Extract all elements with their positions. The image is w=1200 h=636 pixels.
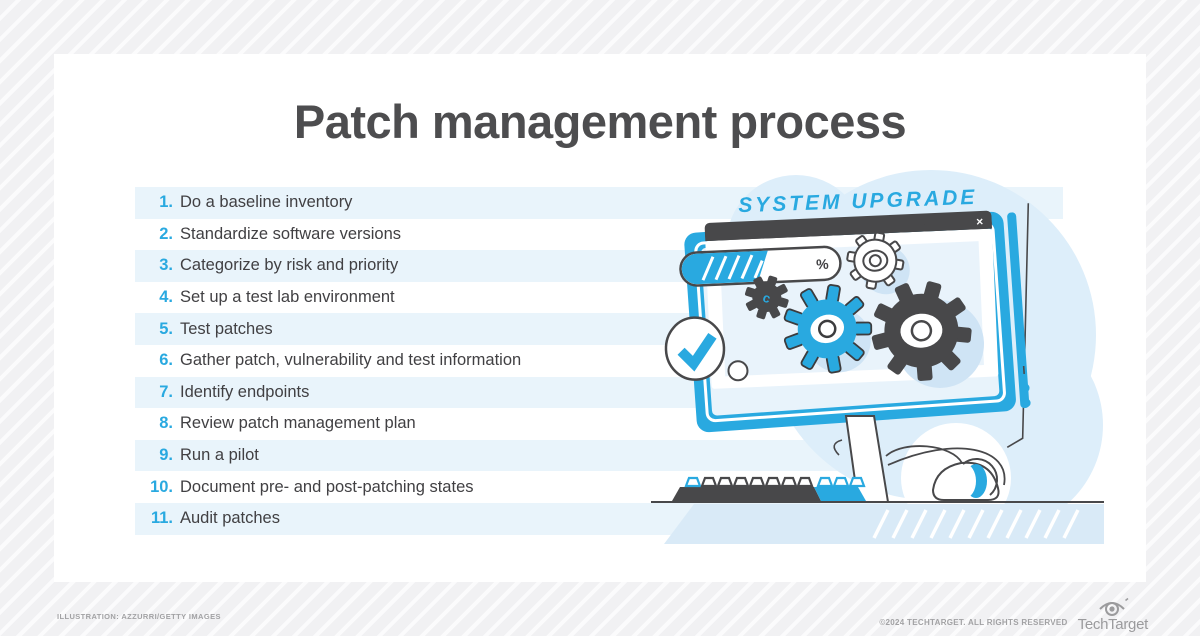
step-number: 9.: [159, 446, 173, 465]
step-label: Do a baseline inventory: [180, 193, 353, 212]
step-label: Gather patch, vulnerability and test inf…: [180, 351, 522, 370]
blue-gear-icon: [783, 284, 873, 374]
gear-letter: c: [761, 290, 772, 306]
checkmark-icon: [664, 316, 726, 381]
keyboard: [672, 476, 866, 501]
list-item: 6. Gather patch, vulnerability and test i…: [135, 345, 1063, 377]
mouse: [885, 445, 1000, 501]
page-title: Patch management process: [293, 95, 907, 148]
step-label: Test patches: [180, 319, 273, 338]
copyright-text: ©2024 TECHTARGET. ALL RIGHTS RESERVED: [879, 618, 1068, 627]
desk: [651, 501, 1104, 544]
step-number: 11.: [150, 509, 173, 528]
small-gear-icon: c: [744, 275, 789, 320]
step-label: Audit patches: [180, 509, 280, 528]
step-label: Run a pilot: [180, 446, 259, 465]
monitor-outline-line: [1006, 203, 1030, 449]
step-number: 10.: [150, 477, 173, 496]
list-item: 4. Set up a test lab environment: [135, 282, 1063, 314]
update-window: × %: [664, 210, 999, 389]
step-label: Identify endpoints: [180, 382, 310, 401]
list-item: 10. Document pre- and post-patching state…: [135, 471, 1063, 503]
close-icon: ×: [976, 214, 984, 228]
eye-icon: [1099, 597, 1129, 616]
step-label: Document pre- and post-patching states: [180, 477, 474, 496]
percent-label: %: [816, 256, 830, 273]
step-number: 3.: [159, 256, 173, 275]
brand-text: TechTarget: [1077, 616, 1149, 633]
illustration-credit: ILLUSTRATION: AZZURRI/GETTY IMAGES: [57, 612, 221, 621]
dark-gear-icon: [871, 281, 972, 381]
footer-right: ©2024 TECHTARGET. ALL RIGHTS RESERVED Te…: [879, 596, 1148, 633]
step-number: 4.: [159, 288, 173, 307]
progress-bar: %: [679, 245, 842, 287]
step-label: Review patch management plan: [180, 414, 416, 433]
list-item: 8. Review patch management plan: [135, 408, 1063, 440]
step-number: 6.: [159, 351, 173, 370]
small-dot: [727, 360, 749, 382]
list-item: 2. Standardize software versions: [135, 219, 1063, 251]
step-label: Categorize by risk and priority: [180, 256, 399, 275]
step-label: Standardize software versions: [180, 224, 402, 243]
content-card: Patch management process 1. Do a baseline…: [54, 54, 1146, 582]
step-label: Set up a test lab environment: [180, 288, 395, 307]
step-number: 7.: [159, 382, 173, 401]
step-number: 5.: [159, 319, 173, 338]
techtarget-logo: TechTarget: [1078, 596, 1148, 633]
step-number: 1.: [159, 193, 173, 212]
step-number: 8.: [159, 414, 173, 433]
step-number: 2.: [159, 224, 173, 243]
outline-gear-icon: [846, 231, 905, 290]
system-upgrade-illustration: SYSTEM UPGRADE ×: [651, 170, 1104, 544]
bezel-buttons: [1020, 365, 1031, 408]
